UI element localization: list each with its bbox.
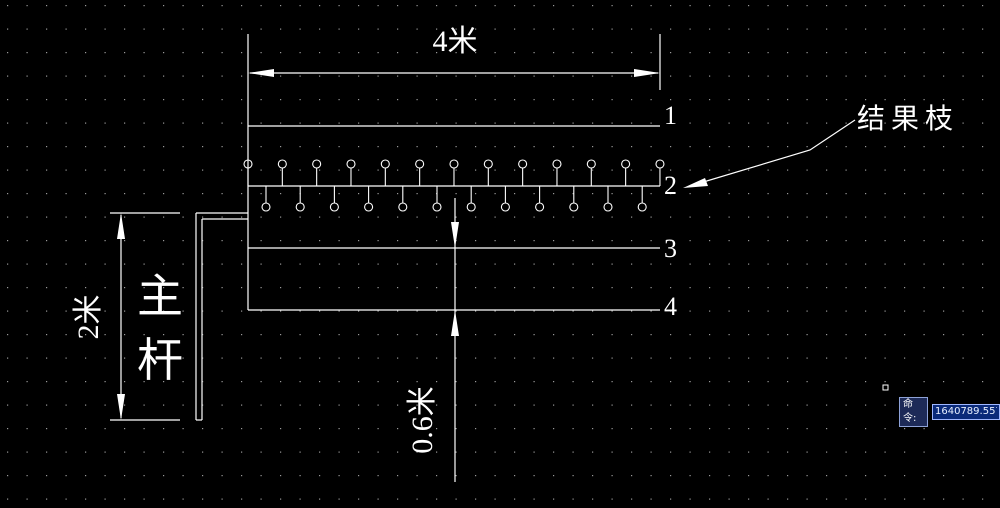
wire-4-label: 4 bbox=[664, 292, 677, 321]
fruit-circle bbox=[346, 159, 356, 169]
fruit-branch-label: 结果枝 bbox=[857, 102, 959, 135]
fruit-circle bbox=[243, 159, 253, 169]
width-arrow-right bbox=[634, 69, 660, 77]
fruit-circle bbox=[398, 202, 408, 212]
fruit-circle bbox=[569, 202, 579, 212]
spacing-arrow-down bbox=[451, 222, 459, 248]
fruit-circle bbox=[483, 159, 493, 169]
command-input[interactable] bbox=[932, 404, 1000, 420]
fruit-circle bbox=[329, 202, 339, 212]
main-pole-label-2: 杆 bbox=[137, 333, 183, 387]
main-pole-label-1: 主 bbox=[137, 269, 183, 323]
command-label: 命令: bbox=[899, 397, 928, 427]
fruit-circle bbox=[500, 202, 510, 212]
fruit-circle bbox=[586, 159, 596, 169]
fruit-circle bbox=[552, 159, 562, 169]
fruit-circle bbox=[621, 159, 631, 169]
fruit-circle bbox=[312, 159, 322, 169]
fruit-branches bbox=[243, 159, 665, 212]
width-dimension-label: 4米 bbox=[433, 25, 478, 58]
wire-3-label: 3 bbox=[664, 234, 677, 263]
spacing-arrow-up bbox=[451, 310, 459, 336]
wire-2-label: 2 bbox=[664, 171, 677, 200]
fruit-circle bbox=[466, 202, 476, 212]
fruit-circle bbox=[432, 202, 442, 212]
fruit-circle bbox=[380, 159, 390, 169]
width-arrow-left bbox=[248, 69, 274, 77]
wire-1-label: 1 bbox=[664, 101, 677, 130]
fruit-circle bbox=[415, 159, 425, 169]
pickbox-cursor bbox=[882, 384, 889, 391]
fruit-circle bbox=[364, 202, 374, 212]
height-arrow-top bbox=[117, 213, 125, 239]
fruit-circle bbox=[295, 202, 305, 212]
fruit-circle bbox=[655, 159, 665, 169]
fruit-circle bbox=[603, 202, 613, 212]
fruit-circle bbox=[518, 159, 528, 169]
spacing-dimension-label: 0.6米 bbox=[406, 386, 439, 454]
height-arrow-bottom bbox=[117, 394, 125, 420]
command-line: 命令: bbox=[899, 397, 1000, 427]
fruit-circle bbox=[637, 202, 647, 212]
fruit-circle bbox=[277, 159, 287, 169]
fruit-circle bbox=[535, 202, 545, 212]
fruit-circle bbox=[261, 202, 271, 212]
height-dimension-label: 2米 bbox=[72, 295, 105, 340]
fruit-branch-leader-arrow bbox=[683, 178, 708, 188]
fruit-branch-leader bbox=[689, 119, 856, 187]
fruit-circle bbox=[449, 159, 459, 169]
